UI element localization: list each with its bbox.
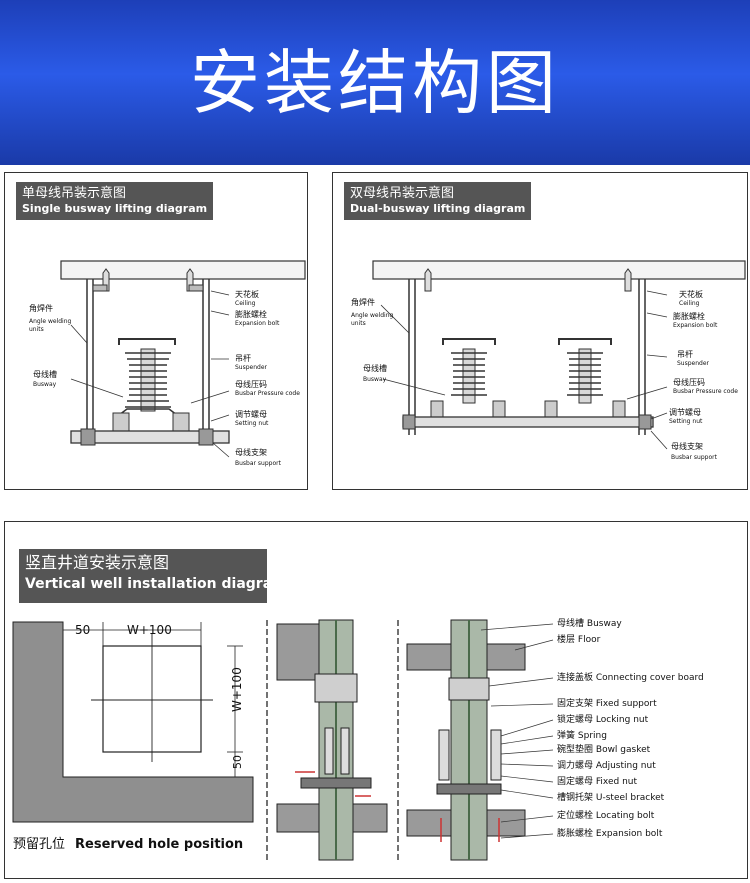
vertical-legend: 母线槽 Busway 楼层 Floor 连接盖板 Connecting cove… <box>557 617 704 839</box>
title-banner: 安装结构图 <box>0 0 750 165</box>
busway-b <box>558 338 612 404</box>
single-caption-cn: 单母线吊装示意图 <box>22 186 127 201</box>
svg-text:弹簧 Spring: 弹簧 Spring <box>557 729 607 741</box>
svg-text:母线压码: 母线压码 <box>235 379 267 389</box>
svg-text:50: 50 <box>75 623 90 637</box>
svg-text:固定螺母 Fixed nut: 固定螺母 Fixed nut <box>557 775 637 787</box>
svg-text:Busbar support: Busbar support <box>235 460 282 467</box>
svg-text:天花板: 天花板 <box>235 289 259 299</box>
svg-text:调节螺母: 调节螺母 <box>669 407 701 417</box>
svg-text:连接盖板 Connecting cover board: 连接盖板 Connecting cover board <box>557 671 704 683</box>
single-busway-panel: 天花板 Ceiling 膨胀螺栓 Expansion bolt 角焊件 Angl… <box>4 172 308 490</box>
svg-text:母线压码: 母线压码 <box>673 377 705 387</box>
busbar-support <box>70 430 230 444</box>
svg-text:膨胀螺栓 Expansion bolt: 膨胀螺栓 Expansion bolt <box>557 827 663 839</box>
svg-text:楼层 Floor: 楼层 Floor <box>557 633 601 645</box>
svg-text:定位螺栓 Locating bolt: 定位螺栓 Locating bolt <box>557 809 655 821</box>
svg-text:槽钢托架 U-steel bracket: 槽钢托架 U-steel bracket <box>557 791 665 803</box>
svg-text:Angle welding: Angle welding <box>351 312 394 319</box>
svg-text:角焊件: 角焊件 <box>351 297 375 307</box>
svg-text:W+100: W+100 <box>127 623 172 637</box>
vertical-section-front <box>406 619 526 861</box>
svg-text:母线支架: 母线支架 <box>671 441 703 451</box>
dual-busway-diagram: 天花板 Ceiling 膨胀螺栓 Expansion bolt 角焊件 Angl… <box>351 260 746 461</box>
svg-text:Busbar support: Busbar support <box>671 454 718 461</box>
single-caption-en: Single busway lifting diagram <box>22 202 208 215</box>
svg-text:units: units <box>351 320 366 327</box>
vertical-section-side <box>266 619 399 861</box>
svg-text:固定支架 Fixed support: 固定支架 Fixed support <box>557 697 657 709</box>
svg-text:调力螺母 Adjusting nut: 调力螺母 Adjusting nut <box>557 759 656 771</box>
svg-text:Busbar Pressure code: Busbar Pressure code <box>673 388 738 395</box>
svg-text:Setting nut: Setting nut <box>669 418 703 425</box>
single-labels: 天花板 Ceiling 膨胀螺栓 Expansion bolt 角焊件 Angl… <box>29 289 300 467</box>
svg-text:天花板: 天花板 <box>679 289 703 299</box>
svg-text:Busway: Busway <box>363 376 387 383</box>
dual-caption: 双母线吊装示意图 Dual-busway lifting diagram <box>344 182 532 220</box>
svg-text:Busbar Pressure code: Busbar Pressure code <box>235 390 300 397</box>
svg-text:W+100: W+100 <box>230 667 244 712</box>
svg-text:角焊件: 角焊件 <box>29 303 53 313</box>
page-title: 安装结构图 <box>190 42 560 124</box>
svg-text:碗型垫圈 Bowl gasket: 碗型垫圈 Bowl gasket <box>557 743 651 755</box>
svg-text:Setting nut: Setting nut <box>235 420 269 427</box>
single-caption: 单母线吊装示意图 Single busway lifting diagram <box>16 182 214 220</box>
dual-busway-panel: 天花板 Ceiling 膨胀螺栓 Expansion bolt 角焊件 Angl… <box>332 172 748 490</box>
svg-text:Suspender: Suspender <box>677 360 710 367</box>
svg-text:母线槽: 母线槽 <box>363 363 387 373</box>
svg-text:Ceiling: Ceiling <box>679 300 700 307</box>
svg-text:膨胀螺栓: 膨胀螺栓 <box>673 311 705 321</box>
svg-text:母线支架: 母线支架 <box>235 447 267 457</box>
svg-text:Suspender: Suspender <box>235 364 268 371</box>
svg-text:Ceiling: Ceiling <box>235 300 256 307</box>
vertical-well-panel: 50 W+100 W+100 50 预留孔位 Reserved hole pos… <box>4 521 748 879</box>
busway <box>118 338 178 416</box>
vertical-caption: 竖直井道安装示意图 Vertical well installation dia… <box>19 549 267 603</box>
vertical-well-diagram: 50 W+100 W+100 50 预留孔位 Reserved hole pos… <box>12 617 704 861</box>
svg-text:预留孔位: 预留孔位 <box>13 837 65 852</box>
svg-text:Angle welding: Angle welding <box>29 318 72 325</box>
dual-caption-cn: 双母线吊装示意图 <box>350 186 455 201</box>
busway-a <box>442 338 496 404</box>
svg-text:锁定螺母 Locking nut: 锁定螺母 Locking nut <box>557 713 649 725</box>
dual-labels: 天花板 Ceiling 膨胀螺栓 Expansion bolt 角焊件 Angl… <box>351 289 738 461</box>
svg-text:母线槽 Busway: 母线槽 Busway <box>557 617 622 629</box>
vertical-caption-en: Vertical well installation diagra <box>25 576 267 592</box>
svg-text:吊杆: 吊杆 <box>677 349 693 359</box>
svg-text:Expansion bolt: Expansion bolt <box>235 320 280 327</box>
ceiling-slab <box>60 260 306 280</box>
svg-text:Expansion bolt: Expansion bolt <box>673 322 718 329</box>
svg-text:50: 50 <box>231 755 244 769</box>
svg-text:吊杆: 吊杆 <box>235 353 251 363</box>
svg-text:Busway: Busway <box>33 381 57 388</box>
svg-text:调节螺母: 调节螺母 <box>235 409 267 419</box>
reserved-hole-plan: 50 W+100 W+100 50 预留孔位 Reserved hole pos… <box>12 621 254 852</box>
vertical-caption-cn: 竖直井道安装示意图 <box>25 553 170 572</box>
single-busway-diagram: 天花板 Ceiling 膨胀螺栓 Expansion bolt 角焊件 Angl… <box>29 260 306 467</box>
dual-caption-en: Dual-busway lifting diagram <box>350 202 526 215</box>
svg-text:units: units <box>29 326 44 333</box>
svg-text:母线槽: 母线槽 <box>33 369 57 379</box>
svg-text:Reserved hole position: Reserved hole position <box>75 837 243 852</box>
svg-text:膨胀螺栓: 膨胀螺栓 <box>235 309 267 319</box>
